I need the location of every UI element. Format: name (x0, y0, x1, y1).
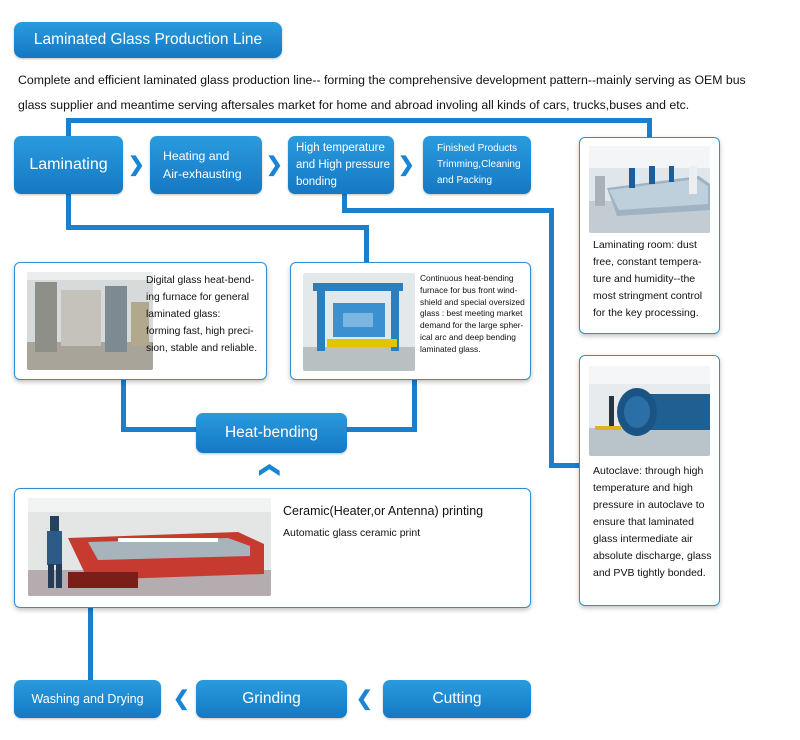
laminating-room-line1: Laminating room: dust (593, 239, 697, 251)
card-autoclave: Autoclave: through high temperature and … (579, 355, 720, 606)
connector-hp-down (342, 193, 347, 212)
autoclave-photo (589, 366, 710, 456)
continuous-furnace-line4: glass : best meeting market (420, 308, 523, 319)
step-hp-line2: and High pressure (296, 158, 390, 171)
laminating-room-photo (589, 146, 710, 233)
page-title-text: Laminated Glass Production Line (33, 31, 263, 48)
connector-lam-continuous (364, 225, 369, 263)
step-cutting-label: Cutting (432, 690, 482, 707)
card-ceramic-printing: Ceramic(Heater,or Antenna) printing Auto… (14, 488, 531, 608)
autoclave-line2: temperature and high (593, 482, 693, 494)
step-finished-line1: Finished Products (437, 143, 518, 154)
digital-furnace-line2: ing furnace for general (146, 292, 250, 303)
laminating-room-line5: for the key processing. (593, 307, 699, 319)
intro-line-1: Complete and efficient laminated glass p… (18, 73, 746, 87)
step-laminating: Laminating (14, 136, 123, 194)
chevron-left-icon: ❯ (356, 688, 373, 710)
step-laminating-label: Laminating (29, 156, 108, 173)
laminating-room-line2: free, constant tempera- (593, 256, 702, 268)
step-finished-line3: and Packing (437, 175, 493, 186)
intro-line-2: glass supplier and meantime serving afte… (18, 98, 690, 112)
connector-hb-right (412, 378, 417, 432)
digital-furnace-line4: forming fast, high preci- (146, 326, 254, 337)
card-digital-furnace: Digital glass heat-bend- ing furnace for… (14, 262, 267, 380)
step-heat-bending-label: Heat-bending (224, 424, 319, 441)
chevron-right-icon: ❯ (128, 154, 145, 176)
connector-hb-left (121, 378, 126, 432)
laminating-room-line3: ture and humidity--the (593, 273, 696, 285)
digital-furnace-line1: Digital glass heat-bend- (146, 275, 255, 286)
step-high-pressure: High temperature and High pressure bondi… (288, 136, 394, 194)
autoclave-line4: ensure that laminated (593, 516, 694, 528)
card-continuous-furnace: Continuous heat-bending furnace for bus … (290, 262, 531, 380)
digital-furnace-line5: sion, stable and reliable. (146, 343, 258, 354)
step-grinding-label: Grinding (242, 690, 301, 707)
page-title: Laminated Glass Production Line (14, 22, 282, 58)
autoclave-line5: glass intermediate air (593, 533, 693, 545)
ceramic-printing-photo (28, 498, 271, 596)
connector-top-right (647, 118, 652, 138)
card-laminating-room: Laminating room: dust free, constant tem… (579, 137, 720, 334)
chevron-up-icon: ❯ (257, 461, 280, 479)
step-hp-line3: bonding (296, 175, 337, 188)
continuous-furnace-photo (303, 273, 415, 371)
laminating-room-line4: most stringment control (593, 290, 703, 302)
digital-furnace-text: Digital glass heat-bend- ing furnace for… (146, 272, 257, 357)
connector-autoclave-vertical (549, 208, 554, 468)
continuous-furnace-line2: furnace for bus front wind- (420, 284, 518, 295)
autoclave-line3: pressure in autoclave to (593, 499, 705, 511)
continuous-furnace-line5: demand for the large spher- (420, 320, 524, 331)
digital-furnace-line3: laminated glass: (146, 309, 221, 320)
chevron-right-icon: ❯ (266, 154, 283, 176)
ceramic-title: Ceramic(Heater,or Antenna) printing (283, 504, 484, 518)
autoclave-line6: absolute discharge, glass (593, 550, 712, 562)
continuous-furnace-line1: Continuous heat-bending (420, 273, 514, 283)
step-washing-drying: Washing and Drying (14, 680, 161, 718)
autoclave-line7: and PVB tightly bonded. (593, 567, 706, 579)
step-finished-line2: Trimming,Cleaning (437, 159, 521, 170)
step-heating-line1: Heating and (163, 149, 230, 163)
continuous-furnace-line3: shield and special oversized (420, 296, 525, 307)
connector-hb-left-h (121, 427, 198, 432)
connector-bottom (88, 607, 93, 682)
autoclave-line1: Autoclave: through high (593, 465, 704, 477)
connector-top-left (66, 118, 71, 138)
continuous-furnace-line7: laminated glass. (420, 343, 481, 354)
step-washing-label: Washing and Drying (31, 692, 144, 706)
chevron-right-icon: ❯ (398, 154, 415, 176)
step-heat-bending: Heat-bending (196, 413, 347, 453)
autoclave-text: Autoclave: through high temperature and … (593, 463, 712, 582)
step-grinding: Grinding (196, 680, 347, 718)
step-finished: Finished Products Trimming,Cleaning and … (423, 136, 531, 194)
step-cutting: Cutting (383, 680, 531, 718)
step-hp-line1: High temperature (296, 141, 385, 154)
continuous-furnace-text: Continuous heat-bending furnace for bus … (420, 273, 525, 356)
connector-lam-down (66, 194, 71, 228)
step-heating: Heating and Air-exhausting (150, 136, 262, 194)
step-heating-line2: Air-exhausting (163, 167, 242, 181)
intro-text: Complete and efficient laminated glass p… (18, 68, 793, 118)
digital-furnace-photo (27, 272, 153, 370)
chevron-left-icon: ❯ (173, 688, 190, 710)
continuous-furnace-line6: ical arc and deep bending (420, 331, 516, 342)
connector-lam-horizontal (66, 225, 369, 230)
connector-hp-horizontal (342, 208, 554, 213)
ceramic-subtitle: Automatic glass ceramic print (283, 527, 421, 539)
laminating-room-text: Laminating room: dust free, constant tem… (593, 237, 702, 322)
connector-autoclave-horizontal (549, 463, 581, 468)
connector-top-loop (66, 118, 652, 123)
connector-hb-right-h (345, 427, 417, 432)
